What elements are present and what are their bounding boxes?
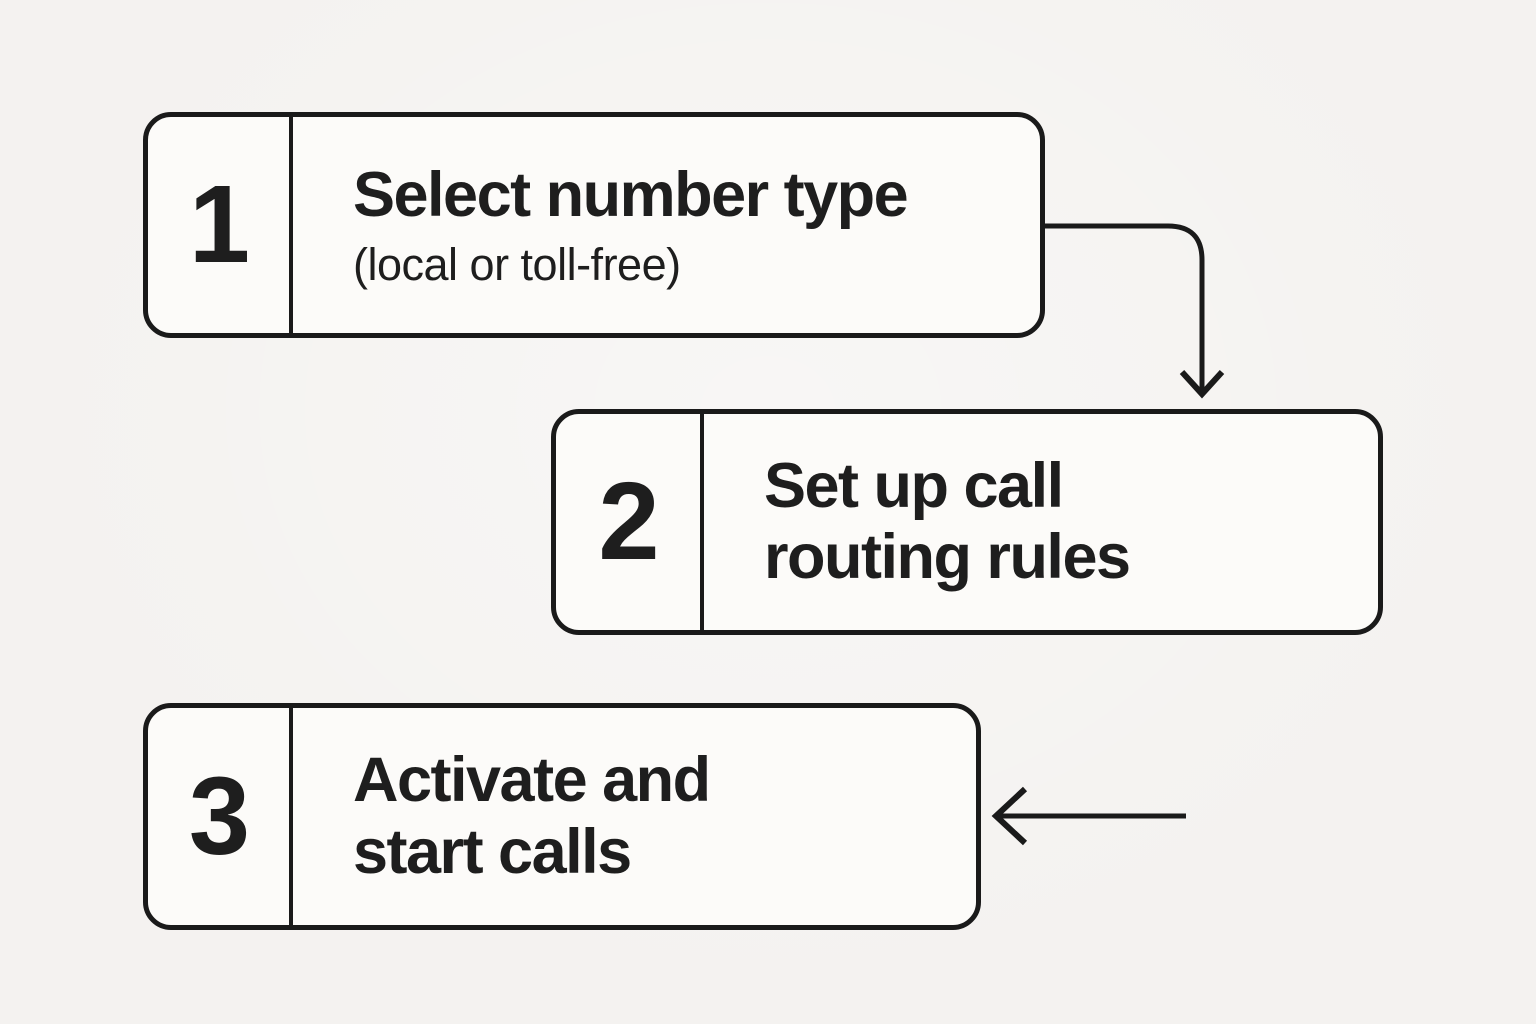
arrow-into-step3 [991,786,1186,846]
step-title: Select number type [353,159,909,230]
step-subtitle: (local or toll-free) [353,238,681,290]
step-number: 2 [598,460,659,583]
step-title-line: Activate and [353,745,711,816]
step-number-cell: 3 [148,708,293,925]
step-box-2: 2 Set up call routing rules [551,409,1383,635]
step-title-line: routing rules [764,522,1131,592]
step-number: 3 [188,754,250,878]
step-title-line: Set up call [764,450,1064,521]
step-box-1: 1 Select number type (local or toll-free… [143,112,1045,338]
step-text-cell: Select number type (local or toll-free) [293,117,1040,333]
step-number: 1 [188,163,250,286]
arrowhead-down-icon [1179,369,1225,399]
step-text-cell: Set up call routing rules [704,414,1378,630]
step-text-cell: Activate and start calls [293,708,976,925]
step-box-3: 3 Activate and start calls [143,703,981,930]
step-number-cell: 1 [148,117,293,333]
arrowhead-left-icon [991,786,1028,846]
step-number-cell: 2 [556,414,704,630]
connector-step1-to-step2-arrow [1045,223,1225,399]
step-title-line: start calls [353,816,632,887]
